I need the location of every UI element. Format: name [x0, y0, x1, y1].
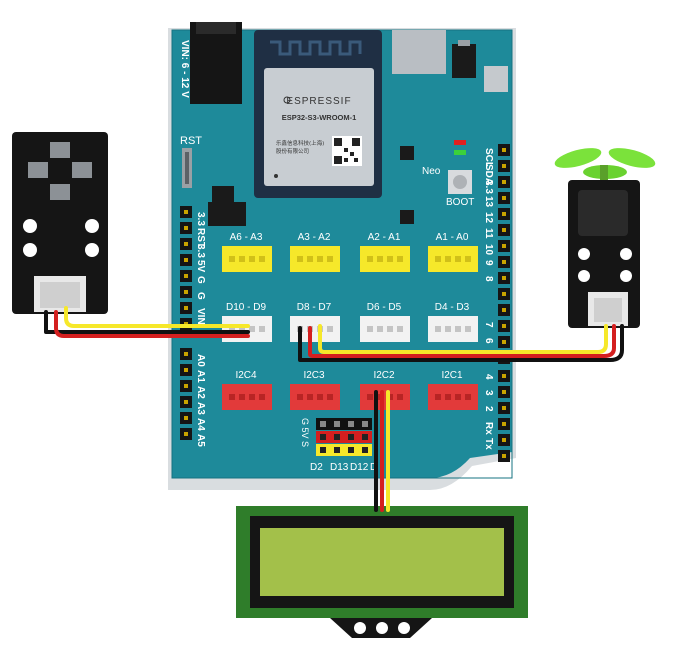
- analog-port-label: A6 - A3: [230, 232, 263, 243]
- left-header-label: G: [195, 292, 206, 300]
- right-header-label: 2: [483, 406, 494, 412]
- gvs-pin-block: G 5V S: [300, 418, 372, 456]
- power-label: VIN: 6 - 12 V: [179, 40, 190, 98]
- right-header-label: 11: [483, 228, 494, 239]
- espressif-logo-icon: [283, 96, 291, 104]
- right-header-label: 13: [483, 196, 494, 208]
- analog-header-label: A0: [195, 354, 206, 367]
- rf-shield: [264, 68, 374, 186]
- left-header-label: 5V: [195, 260, 206, 273]
- right-header-label: 8: [483, 276, 494, 282]
- right-header-label: 7: [483, 322, 494, 328]
- dpad-left-icon: [28, 162, 48, 178]
- module-brand: ESPRESSIF: [286, 96, 351, 107]
- analog-header-label: A2: [195, 386, 206, 399]
- lcd-screen: [260, 528, 504, 596]
- analog-port-label: A3 - A2: [298, 232, 331, 243]
- dpad-down-icon: [50, 184, 70, 200]
- left-header-label: 3.3: [195, 212, 206, 226]
- dpad-right-icon: [72, 162, 92, 178]
- reset-label: RST: [180, 135, 202, 147]
- qr-code-icon: [332, 136, 362, 166]
- wire-left-button-to-d10: [44, 306, 250, 338]
- neo-label: Neo: [422, 166, 441, 177]
- battery-connector: [484, 66, 508, 92]
- right-header-label: SDA: [483, 164, 494, 185]
- right-header-label: 3.3: [483, 180, 494, 194]
- digital-port-label: D8 - D7: [297, 302, 332, 313]
- dpad-up-icon: [50, 142, 70, 158]
- bottom-digital-label: D2: [310, 462, 323, 473]
- right-header-label: Tx: [483, 438, 494, 450]
- digital-port-label: D6 - D5: [367, 302, 402, 313]
- usb-port: [392, 30, 446, 74]
- module-model: ESP32-S3-WROOM-1: [282, 113, 357, 122]
- analog-header-label: A3: [195, 402, 206, 415]
- left-header-label: 3.3: [195, 244, 206, 258]
- analog-header-label: A1: [195, 370, 206, 383]
- i2c-port-label: I2C3: [303, 370, 325, 381]
- left-header-label: RST: [195, 228, 206, 248]
- digital-port-label: D10 - D9: [226, 302, 266, 313]
- bottom-digital-label: D: [370, 462, 377, 473]
- analog-port-label: A1 - A0: [436, 232, 469, 243]
- esp32-module: ESPRESSIF ESP32-S3-WROOM-1 乐鑫信息科技(上海) 股份…: [254, 30, 382, 198]
- left-header-label: VIN: [195, 308, 206, 325]
- gvs-label: G 5V S: [300, 418, 310, 447]
- bottom-digital-label: D13: [330, 462, 349, 473]
- analog-header-label: A4: [195, 418, 206, 431]
- right-header-label: 9: [483, 260, 494, 266]
- analog-port-label: A2 - A1: [368, 232, 401, 243]
- fan-motor-module-icon[interactable]: [553, 144, 658, 328]
- right-header-label: 12: [483, 212, 494, 224]
- wire-fan-to-d8: [298, 324, 624, 362]
- module-maker-line1: 乐鑫信息科技(上海): [276, 139, 324, 147]
- right-header-label: 3: [483, 390, 494, 396]
- i2c-ports-row: I2C4 I2C3 I2C2 I2C1: [222, 370, 478, 410]
- digital-port-label: D4 - D3: [435, 302, 470, 313]
- voltage-regulator-chip: [452, 44, 476, 78]
- i2c-port-label: I2C2: [373, 370, 395, 381]
- boot-label: BOOT: [446, 197, 474, 208]
- button-module-icon[interactable]: [12, 132, 108, 314]
- left-header-label: G: [195, 276, 206, 284]
- small-chip-2: [400, 210, 414, 224]
- dc-power-jack: [190, 22, 242, 104]
- small-chip: [400, 146, 414, 160]
- right-header-label: 10: [483, 244, 494, 256]
- regulator-small: [212, 186, 234, 202]
- right-pin-header: [498, 144, 510, 462]
- i2c-port-label: I2C1: [441, 370, 463, 381]
- fan-blade-icon: [554, 148, 602, 168]
- analog-pin-header: [180, 348, 192, 440]
- right-header-label: Rx: [483, 422, 494, 435]
- right-header-label: SCL: [483, 148, 494, 168]
- analog-header-label: A5: [195, 434, 206, 447]
- led-red-icon: [454, 140, 466, 145]
- module-maker-line2: 股份有限公司: [276, 147, 309, 155]
- lcd1602-display-icon[interactable]: [236, 506, 528, 638]
- left-pin-header: [180, 206, 192, 330]
- right-header-label: 6: [483, 338, 494, 344]
- analog-ports-row: A6 - A3 A3 - A2 A2 - A1 A1 - A0: [222, 232, 478, 272]
- i2c-port-label: I2C4: [235, 370, 257, 381]
- led-green-icon: [454, 150, 466, 155]
- right-header-label: 4: [483, 374, 494, 380]
- wire-lcd-to-i2c2: [374, 390, 390, 512]
- motor-icon: [578, 190, 628, 236]
- bottom-digital-label: D12: [350, 462, 369, 473]
